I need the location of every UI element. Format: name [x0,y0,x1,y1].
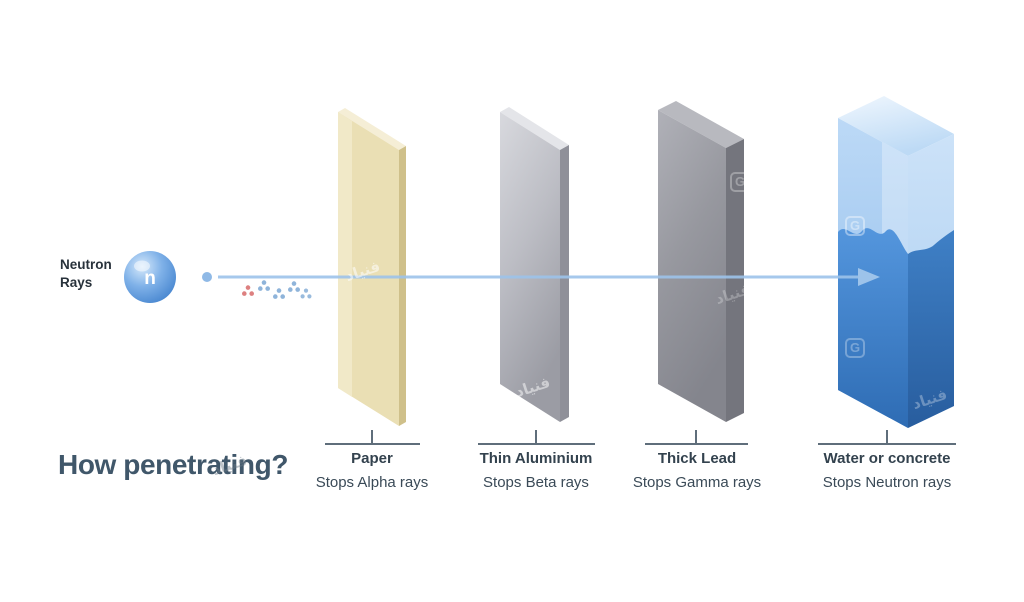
barrier-lead-slab [658,101,744,422]
radiation-icon-blue [300,288,312,299]
neutron-beam [218,268,880,286]
barrier-label-lead: Thick Lead Stops Gamma rays [597,450,797,491]
barrier-label-aluminium: Thin Aluminium Stops Beta rays [436,450,636,491]
barrier-name: Thick Lead [657,450,737,467]
barrier-label-paper: Paper Stops Alpha rays [272,450,472,491]
barrier-label-water: Water or concrete Stops Neutron rays [787,450,987,491]
barrier-aluminium-slab [500,107,569,422]
label-brackets [325,430,956,445]
radiation-icon-blue [273,288,285,299]
radiation-icon-red [242,285,254,296]
barrier-caption: Stops Beta rays [483,474,589,491]
barrier-name: Water or concrete [823,450,951,467]
beam-arrowhead-icon [858,268,880,286]
barrier-name: Thin Aluminium [479,450,593,467]
barrier-caption: Stops Alpha rays [315,474,429,491]
radiation-icon-blue [258,280,270,291]
radiation-icons [242,280,312,299]
radiation-icon-blue [288,281,300,292]
neutron-particle: n [124,251,212,303]
particle-symbol: n [144,268,156,289]
barrier-caption: Stops Gamma rays [632,474,762,491]
barrier-water-block [838,96,954,428]
barrier-name: Paper [351,450,393,467]
page-title: How penetrating? [58,449,289,480]
barrier-paper-slab [338,108,406,426]
source-label: Neutron Rays [60,257,112,291]
barrier-caption: Stops Neutron rays [822,474,952,491]
small-particle-dot [202,272,212,282]
